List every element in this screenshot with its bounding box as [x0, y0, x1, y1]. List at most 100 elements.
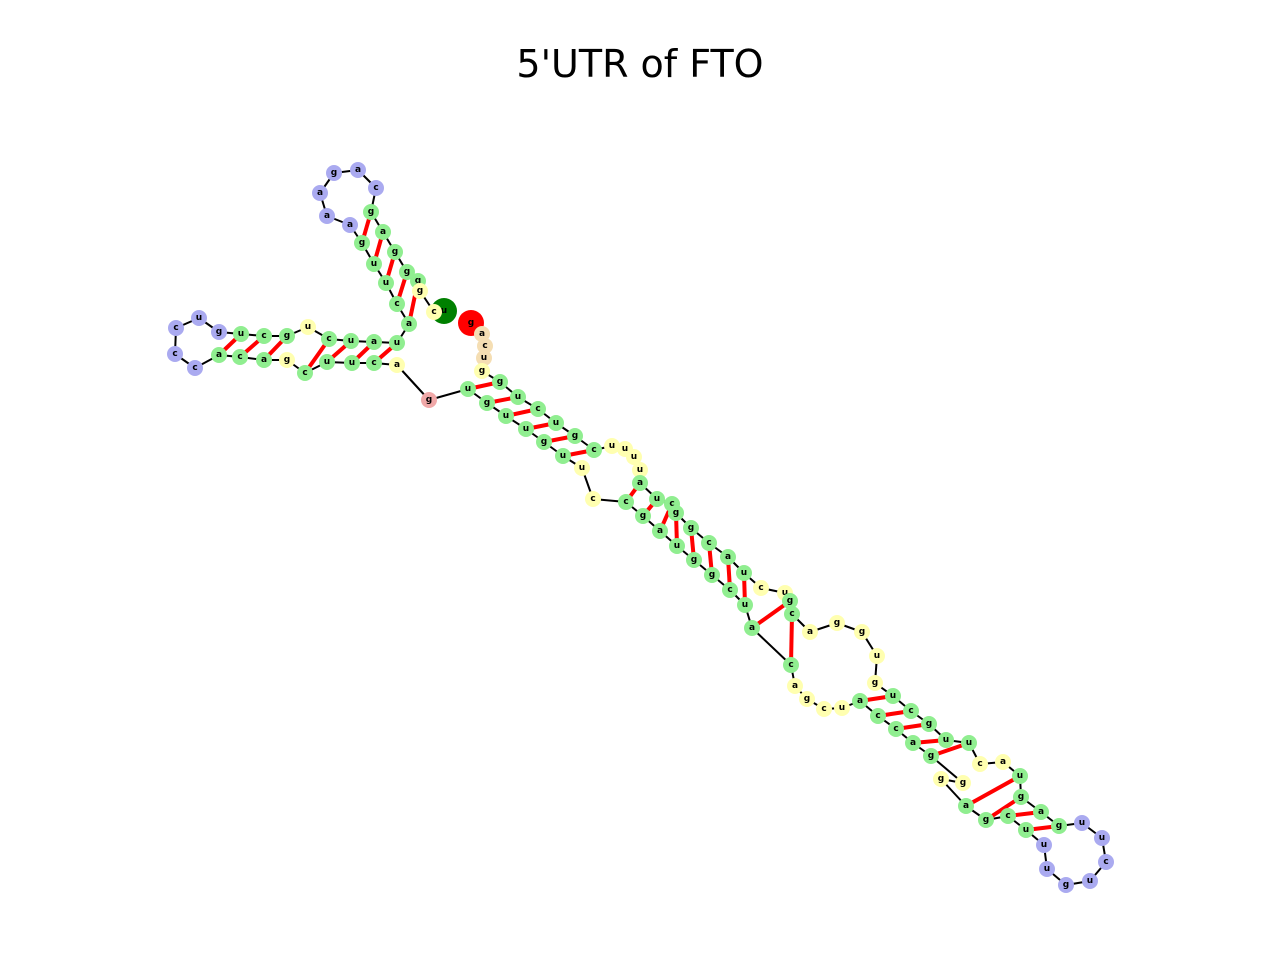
nucleotide-node	[378, 275, 394, 291]
nucleotide-label: c	[302, 368, 307, 378]
nucleotide-label: u	[1044, 864, 1050, 874]
nucleotide-node	[744, 620, 760, 636]
nucleotide-label: c	[789, 609, 794, 619]
nucleotide-label: g	[709, 570, 715, 580]
nucleotide-node	[722, 582, 738, 598]
nucleotide-label: u	[1087, 876, 1093, 886]
base-pair-link	[789, 613, 794, 666]
nucleotide-label: g	[673, 508, 679, 518]
nucleotide-label: a	[749, 623, 755, 633]
nucleotide-label: u	[481, 353, 487, 363]
nucleotide-label: g	[960, 778, 966, 788]
nucleotide-node	[187, 360, 203, 376]
base-pair-link	[965, 774, 1021, 808]
nucleotide-label: a	[725, 552, 731, 562]
nucleotide-label: g	[368, 207, 374, 217]
nucleotide-node	[518, 421, 534, 437]
nucleotide-node	[375, 224, 391, 240]
nucleotide-label: g	[497, 377, 503, 387]
nucleotide-node	[297, 365, 313, 381]
nucleotide-label: u	[874, 651, 880, 661]
nucleotide-node	[256, 352, 272, 368]
nucleotide-label: g	[1063, 880, 1069, 890]
nucleotide-label: u	[553, 418, 559, 428]
nucleotide-node	[326, 165, 342, 181]
nucleotide-node	[668, 505, 684, 521]
nucleotide-node	[1058, 877, 1074, 893]
nucleotide-label: g	[872, 678, 878, 688]
nucleotide-label: c	[706, 538, 711, 548]
nucleotide-node	[903, 703, 919, 719]
nucleotide-label: u	[637, 465, 643, 475]
nucleotide-label: u	[394, 338, 400, 348]
nucleotide-node	[784, 606, 800, 622]
nucleotide-label: u	[371, 259, 377, 269]
nucleotide-node	[279, 352, 295, 368]
nucleotide-node	[686, 552, 702, 568]
nucleotide-label: c	[977, 759, 982, 769]
nucleotide-node	[799, 691, 815, 707]
nucleotide-label: u	[839, 703, 845, 713]
nucleotide-label: g	[415, 276, 421, 286]
nucleotide-node	[567, 428, 583, 444]
nucleotide-label: c	[623, 497, 628, 507]
nucleotide-node	[888, 721, 904, 737]
nucleotide-node	[350, 162, 366, 178]
nucleotide-node	[720, 549, 736, 565]
nucleotide-node	[972, 756, 988, 772]
nucleotide-label: g	[928, 751, 934, 761]
nucleotide-node	[816, 701, 832, 717]
nucleotide-label: u	[966, 738, 972, 748]
nucleotide-node	[632, 475, 648, 491]
nucleotide-node	[802, 624, 818, 640]
nucleotide-label: u	[782, 588, 788, 598]
nucleotide-node	[312, 185, 328, 201]
nucleotide-node	[460, 381, 476, 397]
nucleotide-node	[167, 346, 183, 362]
nucleotide-label: a	[371, 337, 377, 347]
nucleotide-node	[829, 615, 845, 631]
nucleotide-label: a	[857, 696, 863, 706]
nucleotide-node	[834, 700, 850, 716]
nucleotide-node	[510, 389, 526, 405]
nucleotide-label: g	[417, 286, 423, 296]
nucleotide-node	[492, 374, 508, 390]
nucleotide-node	[426, 304, 442, 320]
nucleotide-label: g	[426, 395, 432, 405]
nucleotide-label: u	[741, 568, 747, 578]
nucleotide-node	[604, 438, 620, 454]
nucleotide-label: c	[591, 445, 596, 455]
nucleotide-label: c	[394, 299, 399, 309]
nucleotide-label: c	[535, 404, 540, 414]
nucleotide-node	[474, 326, 490, 342]
nucleotide-node	[530, 401, 546, 417]
nucleotide-label: a	[657, 526, 663, 536]
nucleotide-label: c	[590, 494, 595, 504]
nucleotide-label: a	[910, 738, 916, 748]
nucleotide-label: g	[541, 437, 547, 447]
nucleotide-node	[1012, 768, 1028, 784]
nucleotide-label: g	[216, 327, 222, 337]
nucleotide-node	[321, 331, 337, 347]
nucleotide-node	[1018, 822, 1034, 838]
nucleotide-node	[574, 460, 590, 476]
nucleotide-label: c	[669, 499, 674, 509]
nucleotide-label: c	[1005, 811, 1010, 821]
nucleotide-node	[1074, 815, 1090, 831]
nucleotide-node	[498, 408, 514, 424]
nucleotide-node	[548, 415, 564, 431]
nucleotide-label: c	[172, 349, 177, 359]
nucleotide-node	[782, 593, 798, 609]
nucleotide-label: u	[1023, 825, 1029, 835]
nucleotide-node	[1033, 804, 1049, 820]
nucleotide-label: u	[674, 541, 680, 551]
nucleotide-node	[736, 565, 752, 581]
nucleotide-node	[1000, 808, 1016, 824]
nucleotide-label: a	[394, 360, 400, 370]
nucleotide-label: g	[284, 355, 290, 365]
nucleotide-label: g	[691, 555, 697, 565]
nucleotide-node	[300, 319, 316, 335]
nucleotide-node	[387, 244, 403, 260]
nucleotide-node	[342, 217, 358, 233]
